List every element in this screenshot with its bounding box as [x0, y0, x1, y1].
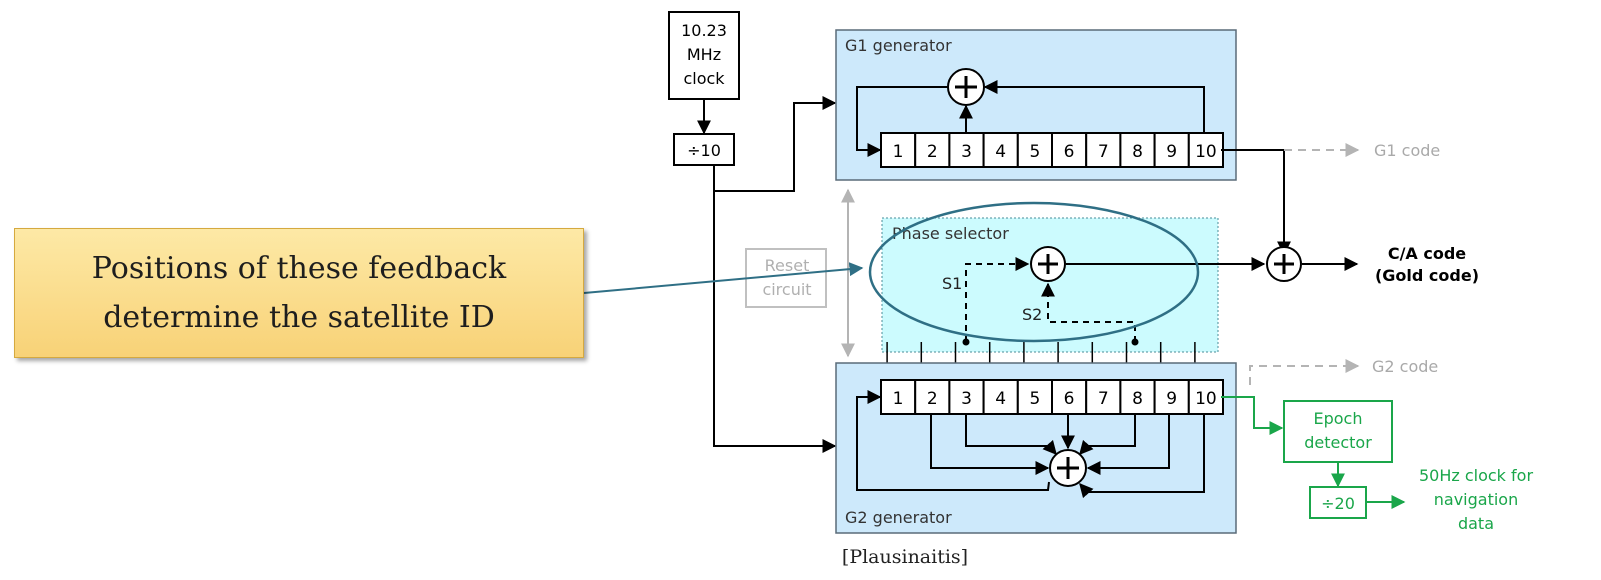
clock-label-2: MHz [687, 45, 721, 64]
g2-cell-6 [1051, 379, 1088, 415]
ca-xor-plus [1274, 254, 1294, 274]
g2-generator: G2 generator 1 2 3 4 5 6 7 8 9 10 [835, 362, 1237, 534]
g1-cell-label-4: 4 [995, 142, 1006, 162]
ca-code-label: C/A code [1388, 244, 1466, 263]
epoch-label-2: detector [1304, 433, 1372, 452]
divide-by-20-block: ÷20 [1309, 486, 1367, 519]
g1-cell-label-10: 10 [1195, 142, 1217, 162]
g1-cell-label-9: 9 [1166, 142, 1177, 162]
g1-generator: G1 generator 1 2 3 4 5 6 7 8 9 10 [835, 29, 1237, 181]
g2-cell-label-8: 8 [1132, 389, 1143, 409]
g2-cell-label-9: 9 [1166, 389, 1177, 409]
clock-to-g1-wire [713, 96, 837, 192]
g1-cell-label-1: 1 [893, 142, 904, 162]
s1-select-wire [965, 257, 1030, 342]
s2-select-wire [1041, 282, 1136, 342]
g2-tap-3-wire [965, 413, 1057, 456]
g1-feedback-wire [856, 86, 948, 157]
g2-shift-register: 1 2 3 4 5 6 7 8 9 10 [880, 379, 1225, 415]
reset-label-1: Reset [765, 256, 810, 275]
feedback-highlight-ellipse [868, 201, 1200, 343]
nav-clock-label-2: navigation [1434, 490, 1518, 509]
g1-cell-label-2: 2 [927, 142, 938, 162]
phase-xor-plus [1038, 254, 1058, 274]
g1-cell-label-8: 8 [1132, 142, 1143, 162]
g2-tap-2-wire [930, 413, 1050, 475]
epoch-detector: Epoch detector [1283, 400, 1393, 463]
g2-code-output-arrow [1249, 359, 1360, 385]
g2-cell-label-5: 5 [1029, 389, 1040, 409]
g1-cell-label-3: 3 [961, 142, 972, 162]
gold-code-label: (Gold code) [1375, 266, 1479, 285]
divide-by-10-label: ÷10 [687, 141, 721, 160]
g2-cell-label-1: 1 [893, 389, 904, 409]
clock-label-1: 10.23 [681, 21, 727, 40]
g1-shift-register: 1 2 3 4 5 6 7 8 9 10 [880, 132, 1225, 168]
g2-cell-label-4: 4 [995, 389, 1006, 409]
s2-tap-dot [1131, 338, 1139, 346]
g2-tap-10-wire [1079, 413, 1205, 499]
g1-cell-4 [982, 132, 1019, 168]
g1-cell-7 [1085, 132, 1122, 168]
g1-cell-label-7: 7 [1098, 142, 1109, 162]
g1-cell-1 [880, 132, 917, 168]
citation: [Plausinaitis] [841, 546, 969, 568]
callout-pointer-line [583, 262, 864, 294]
g2-feedback-wire [856, 390, 1050, 491]
g2-cell-label-10: 10 [1195, 389, 1217, 409]
s2-label: S2 [1022, 305, 1042, 324]
g1-cell-label-5: 5 [1029, 142, 1040, 162]
g2-title: G2 generator [845, 508, 952, 527]
g1-cell-10 [1187, 132, 1225, 168]
s1-tap-dot [962, 338, 970, 346]
g1-cell-label-6: 6 [1064, 142, 1075, 162]
g2-tap-9-wire [1086, 413, 1170, 475]
clock-block: 10.23 MHz clock [668, 11, 740, 100]
g1-tap-10-wire [983, 80, 1205, 133]
phase-selector: Phase selector S1 S2 [881, 217, 1219, 380]
g2-cell-1 [880, 379, 917, 415]
g1-cell-5 [1016, 132, 1053, 168]
g2-xor-plus [1057, 457, 1079, 479]
divide-by-10-block: ÷10 [673, 133, 735, 166]
callout-line-1: Positions of these feedback [91, 251, 507, 286]
divide-by-20-label: ÷20 [1321, 494, 1355, 513]
g2-cell-label-2: 2 [927, 389, 938, 409]
clock-to-g2-wire [713, 191, 837, 453]
g1-title: G1 generator [845, 36, 952, 55]
g2-code-label: G2 code [1372, 357, 1438, 376]
g2-cell-label-7: 7 [1098, 389, 1109, 409]
epoch-label-1: Epoch [1314, 409, 1363, 428]
g2-cell-4 [982, 379, 1019, 415]
callout-note: Positions of these feedback determine th… [14, 228, 584, 358]
s1-label: S1 [942, 274, 962, 293]
g2-tap-8-wire [1079, 413, 1136, 456]
g2-cell-label-6: 6 [1064, 389, 1075, 409]
g2-cell-5 [1016, 379, 1053, 415]
g1-cell-9 [1153, 132, 1190, 168]
g1-cell-6 [1051, 132, 1088, 168]
nav-clock-label-1: 50Hz clock for [1419, 466, 1533, 485]
reset-label-2: circuit [762, 280, 811, 299]
g1-code-label: G1 code [1374, 141, 1440, 160]
nav-clock-label-3: data [1458, 514, 1494, 533]
g1-xor-plus [955, 76, 977, 98]
callout-line-2: determine the satellite ID [103, 300, 495, 335]
g2-cell-label-3: 3 [961, 389, 972, 409]
clock-label-3: clock [683, 69, 725, 88]
phase-selector-title: Phase selector [892, 224, 1009, 243]
g2-to-epoch-wire [1221, 396, 1284, 435]
